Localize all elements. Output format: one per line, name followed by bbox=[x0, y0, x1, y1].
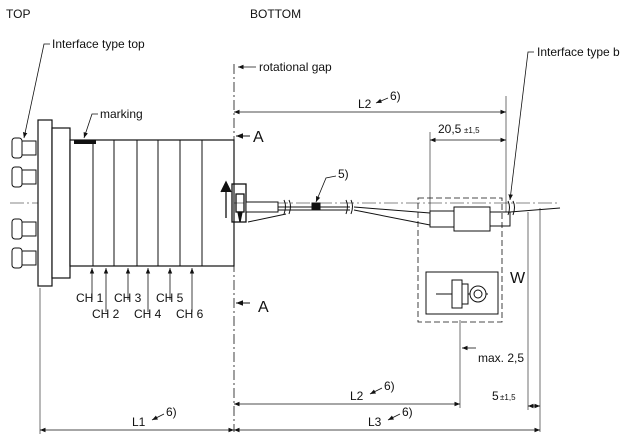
interface-top-leader bbox=[22, 43, 50, 139]
max-label: max. 2,5 bbox=[478, 351, 524, 365]
d20-tolerance: ±1,5 bbox=[464, 126, 480, 135]
l3-label: L3 bbox=[368, 415, 382, 429]
channel-label: CH 3 bbox=[114, 291, 142, 305]
l1-label: L1 bbox=[132, 415, 146, 429]
l1-note-leader bbox=[151, 413, 165, 421]
note5-leader bbox=[315, 175, 337, 203]
interface-bottom-leader bbox=[508, 51, 534, 201]
marking-leader bbox=[83, 113, 98, 139]
interface-bottom-callout: Interface type b bbox=[537, 45, 620, 59]
break-marks bbox=[283, 199, 515, 216]
section-a-top-label: A bbox=[253, 129, 264, 146]
l3-note-leader bbox=[387, 413, 401, 421]
d5-tolerance: ±1,5 bbox=[500, 393, 516, 402]
l2-top-note: 6) bbox=[390, 89, 401, 103]
l1-note: 6) bbox=[166, 405, 177, 419]
interface-top-callout: Interface type top bbox=[52, 37, 145, 51]
bottom-view-label: BOTTOM bbox=[250, 7, 301, 21]
d5-label: 5 bbox=[492, 389, 499, 403]
channel-label: CH 6 bbox=[176, 307, 204, 321]
rotary-joint-body bbox=[37, 119, 235, 287]
rotational-gap-callout: rotational gap bbox=[259, 60, 332, 74]
l2-top-note-leader bbox=[375, 97, 389, 104]
marking-callout: marking bbox=[100, 107, 143, 121]
channel-label: CH 5 bbox=[156, 291, 184, 305]
flange-inner bbox=[51, 127, 71, 279]
channel-label: CH 2 bbox=[92, 307, 120, 321]
flange bbox=[37, 119, 53, 287]
top-connectors bbox=[11, 137, 37, 269]
note5-callout: 5) bbox=[338, 167, 349, 181]
channel-leaders bbox=[89, 268, 195, 312]
l2-bottom-note: 6) bbox=[384, 379, 395, 393]
top-view-label: TOP bbox=[6, 7, 30, 21]
detail-w-connector bbox=[425, 271, 499, 315]
cable-assembly bbox=[245, 201, 561, 232]
l2-bottom-label: L2 bbox=[350, 389, 364, 403]
channel-dividers bbox=[92, 140, 203, 266]
l2-top-label: L2 bbox=[358, 97, 372, 111]
channel-housing bbox=[69, 139, 235, 267]
detail-w-label: W bbox=[510, 270, 526, 287]
l2-bottom-note-leader bbox=[369, 387, 383, 395]
channel-label: CH 1 bbox=[76, 291, 104, 305]
marking-label-plate bbox=[74, 140, 96, 144]
d20-label: 20,5 bbox=[438, 122, 462, 136]
channel-label: CH 4 bbox=[134, 307, 162, 321]
l3-note: 6) bbox=[402, 405, 413, 419]
detail-w-boundary bbox=[417, 197, 503, 323]
section-a-bottom-label: A bbox=[258, 299, 269, 316]
